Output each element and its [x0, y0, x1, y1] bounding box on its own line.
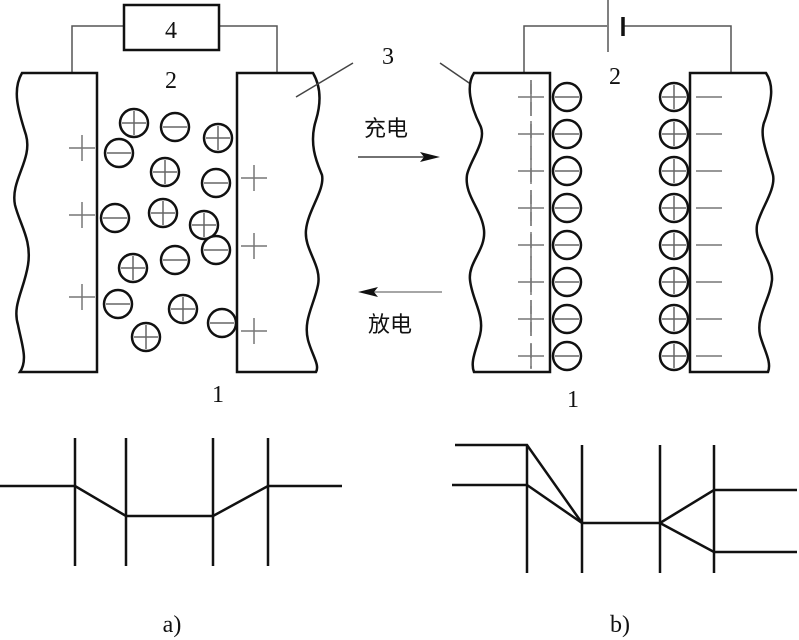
current-collector-label: 3	[382, 44, 394, 70]
anion-icon	[102, 288, 134, 320]
positive-charge-icon	[518, 306, 544, 332]
caption-a: a)	[163, 612, 182, 638]
anion-icon	[551, 155, 583, 187]
panel-b: 2 1 b)	[452, 0, 797, 638]
positive-charge-icon	[518, 195, 544, 221]
panel-a-wire-left	[71, 25, 124, 73]
anion-icon	[551, 192, 583, 224]
load-resistor	[122, 3, 221, 52]
panel-b-left-ion-layer	[551, 81, 583, 372]
panel-a-potential-profile	[0, 438, 342, 566]
anion-icon	[551, 229, 583, 261]
anion-icon	[103, 137, 135, 169]
positive-charge-icon	[69, 135, 95, 161]
positive-charge-icon	[518, 343, 544, 369]
anion-icon	[159, 111, 191, 143]
positive-charge-icon	[69, 202, 95, 228]
cation-icon	[658, 192, 690, 224]
positive-charge-icon	[518, 84, 544, 110]
anion-icon	[551, 266, 583, 298]
positive-charge-icon	[518, 269, 544, 295]
panel-b-wire-right	[623, 25, 732, 73]
cation-icon	[658, 266, 690, 298]
cation-icon	[658, 340, 690, 372]
panel-a-left-charges	[69, 135, 95, 310]
panel-a-ions	[99, 107, 238, 353]
electrolyte-label-a: 2	[165, 68, 177, 94]
caption-b: b)	[610, 612, 630, 638]
cation-icon	[658, 155, 690, 187]
anion-icon	[99, 202, 131, 234]
leader-line-left	[295, 62, 354, 98]
panel-b-wire-left	[523, 25, 607, 73]
cation-icon	[658, 81, 690, 113]
cation-icon	[149, 156, 181, 188]
cation-icon	[658, 229, 690, 261]
positive-charge-icon	[69, 284, 95, 310]
cation-icon	[167, 293, 199, 325]
anion-icon	[551, 81, 583, 113]
positive-charge-icon	[518, 158, 544, 184]
discharge-arrow-group: 放电	[358, 287, 442, 338]
positive-charge-icon	[241, 165, 267, 191]
panel-b-potential-profile	[452, 443, 797, 573]
anion-icon	[206, 307, 238, 339]
electrolyte-label-b: 2	[609, 64, 621, 90]
cation-icon	[188, 209, 220, 241]
anion-icon	[200, 234, 232, 266]
positive-charge-icon	[518, 121, 544, 147]
charge-arrow-head	[420, 152, 440, 162]
electrode-label-b: 1	[567, 387, 579, 413]
panel-b-right-electrode	[688, 71, 775, 374]
cation-icon	[658, 118, 690, 150]
cation-icon	[117, 252, 149, 284]
panel-a: 4 2 1 a)	[0, 3, 342, 638]
cation-icon	[202, 122, 234, 154]
electrode-label-a: 1	[212, 382, 224, 408]
discharge-label: 放电	[368, 313, 412, 338]
cation-icon	[147, 197, 179, 229]
positive-charge-icon	[518, 232, 544, 258]
anion-icon	[551, 303, 583, 335]
cation-icon	[130, 321, 162, 353]
positive-charge-icon	[241, 233, 267, 259]
panel-a-left-electrode	[13, 71, 99, 374]
positive-charge-icon	[241, 318, 267, 344]
panel-a-wire-right	[219, 25, 278, 73]
anion-icon	[551, 118, 583, 150]
charge-label: 充电	[364, 117, 408, 142]
panel-b-left-electrode	[465, 71, 552, 374]
discharge-arrow-head	[358, 287, 378, 297]
panel-a-right-electrode	[235, 71, 324, 374]
charge-arrow-group: 充电	[358, 117, 440, 162]
anion-icon	[551, 340, 583, 372]
label-3-group: 3	[295, 44, 492, 99]
panel-b-right-ion-layer	[658, 81, 690, 372]
cation-icon	[118, 107, 150, 139]
load-label: 4	[165, 18, 177, 44]
panel-a-right-charges	[241, 165, 267, 344]
anion-icon	[200, 167, 232, 199]
panel-b-right-surface-charges	[696, 96, 722, 357]
panel-b-left-surface-charges	[518, 84, 544, 369]
anion-icon	[159, 244, 191, 276]
cation-icon	[658, 303, 690, 335]
